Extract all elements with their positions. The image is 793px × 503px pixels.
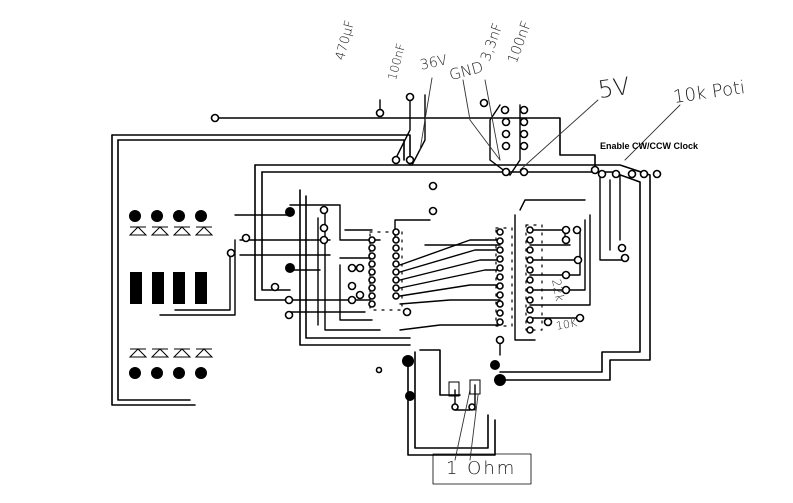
label-connector-pins: Enable CW/CCW Clock <box>600 141 699 151</box>
leader-lines <box>419 77 681 461</box>
led-symbols <box>128 226 481 397</box>
outer-traces <box>111 117 651 456</box>
ic-right <box>525 224 543 331</box>
through-holes <box>210 92 662 411</box>
solder-pads <box>129 207 506 401</box>
label-5V: 5V <box>596 71 632 105</box>
ic-left <box>369 231 403 311</box>
inner-traces <box>159 94 626 411</box>
ic-middle <box>495 227 513 327</box>
resistor-label-box <box>432 453 532 485</box>
label-1-ohm: 1 Ohm <box>446 458 517 479</box>
